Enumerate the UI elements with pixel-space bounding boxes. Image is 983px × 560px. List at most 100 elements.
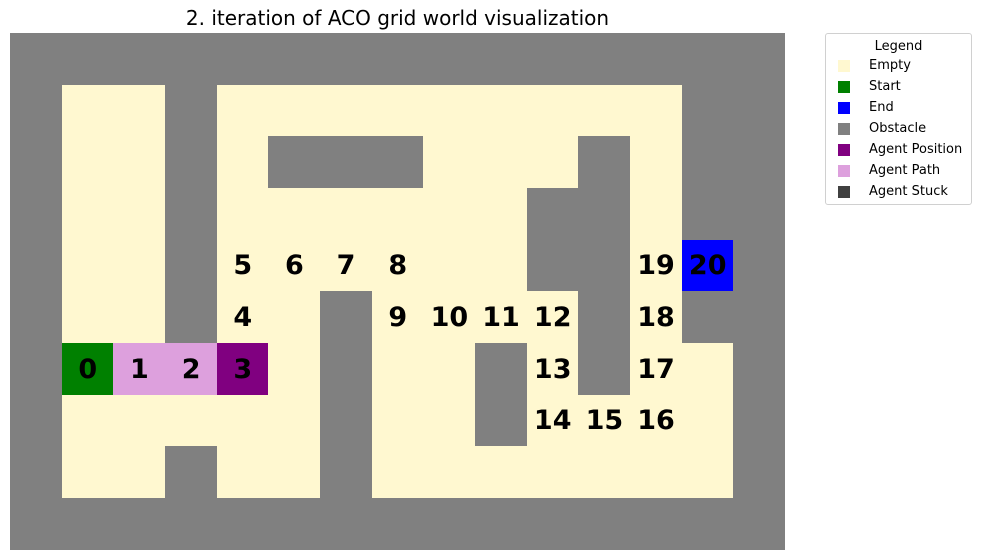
cell-obstacle: [319, 497, 373, 551]
cell-obstacle: [164, 446, 218, 499]
path-step-label: 20: [688, 250, 727, 282]
cell-obstacle: [319, 446, 373, 499]
path-step-label: 10: [430, 301, 469, 333]
cell-empty: [113, 136, 166, 189]
cell-empty: [578, 84, 631, 137]
cell-obstacle: [733, 239, 786, 292]
cell-empty: 17: [629, 342, 683, 396]
path-step-label: 14: [533, 405, 572, 437]
path-step-label: 0: [78, 353, 98, 385]
cell-obstacle: [371, 33, 424, 86]
cell-empty: 6: [268, 239, 321, 292]
cell-empty: [681, 394, 734, 447]
cell-obstacle: [61, 497, 114, 551]
cell-empty: [474, 187, 528, 241]
cell-obstacle: [10, 136, 63, 189]
cell-obstacle: [164, 187, 218, 241]
cell-empty: 18: [629, 291, 683, 344]
cell-obstacle: [578, 33, 631, 86]
cell-empty: 4: [216, 291, 269, 344]
legend-swatch: [838, 164, 850, 177]
cell-obstacle: [733, 136, 786, 189]
cell-obstacle: [10, 187, 63, 241]
cell-obstacle: [164, 239, 218, 292]
cell-empty: [113, 84, 166, 137]
cell-obstacle: [164, 497, 218, 551]
cell-empty: [216, 84, 269, 137]
cell-empty: 12: [526, 291, 579, 344]
path-step-label: 7: [336, 250, 356, 282]
legend-label: Empty: [869, 58, 911, 73]
cell-obstacle: [113, 33, 166, 86]
cell-obstacle: [268, 136, 321, 189]
cell-obstacle: [216, 33, 269, 86]
cell-agent-position: 3: [216, 342, 269, 396]
cell-empty: [629, 136, 683, 189]
cell-obstacle: [578, 136, 631, 189]
cell-empty: 16: [629, 394, 683, 447]
path-step-label: 3: [233, 353, 253, 385]
cell-empty: [371, 342, 424, 396]
cell-empty: [61, 187, 114, 241]
cell-empty: [113, 446, 166, 499]
cell-obstacle: [319, 33, 373, 86]
cell-obstacle: [733, 394, 786, 447]
cell-obstacle: [10, 394, 63, 447]
cell-obstacle: [371, 136, 424, 189]
cell-empty: [371, 446, 424, 499]
cell-empty: 13: [526, 342, 579, 396]
cell-empty: [629, 446, 683, 499]
cell-obstacle: [113, 497, 166, 551]
cell-obstacle: [733, 187, 786, 241]
legend-swatch: [838, 122, 850, 135]
legend-label: Agent Position: [869, 142, 963, 157]
cell-obstacle: [733, 291, 786, 344]
legend-label: End: [869, 100, 894, 115]
cell-obstacle: [216, 497, 269, 551]
cell-empty: [578, 446, 631, 499]
cell-empty: 14: [526, 394, 579, 447]
cell-obstacle: [526, 497, 579, 551]
legend-label: Start: [869, 79, 901, 94]
cell-empty: [526, 136, 579, 189]
cell-empty: [61, 291, 114, 344]
cell-empty: [61, 394, 114, 447]
cell-empty: [61, 84, 114, 137]
cell-agent-path: 1: [113, 342, 166, 396]
legend-item: Obstacle: [838, 118, 971, 139]
legend-item: Agent Stuck: [838, 181, 971, 202]
legend-swatch: [838, 143, 850, 156]
legend-title: Legend: [874, 39, 923, 54]
legend-label: Agent Stuck: [869, 184, 948, 199]
path-step-label: 8: [388, 250, 408, 282]
cell-obstacle: [268, 33, 321, 86]
cell-end: 20: [681, 239, 734, 292]
cell-empty: [113, 291, 166, 344]
cell-obstacle: [164, 136, 218, 189]
cell-empty: 10: [423, 291, 476, 344]
cell-obstacle: [526, 187, 579, 241]
cell-empty: [216, 187, 269, 241]
cell-obstacle: [733, 342, 786, 396]
cell-empty: [268, 342, 321, 396]
cell-obstacle: [681, 497, 734, 551]
cell-empty: [216, 394, 269, 447]
cell-empty: [319, 187, 373, 241]
cell-obstacle: [474, 394, 528, 447]
path-step-label: 9: [388, 301, 408, 333]
cell-obstacle: [578, 291, 631, 344]
legend-item: End: [838, 97, 971, 118]
cell-empty: [474, 84, 528, 137]
path-step-label: 1: [130, 353, 149, 385]
cell-empty: [423, 239, 476, 292]
cell-obstacle: [578, 239, 631, 292]
cell-agent-path: 2: [164, 342, 218, 396]
cell-obstacle: [10, 239, 63, 292]
cell-empty: [371, 187, 424, 241]
cell-empty: 7: [319, 239, 373, 292]
cell-empty: 19: [629, 239, 683, 292]
legend-item: Agent Position: [838, 139, 971, 160]
path-step-label: 12: [533, 301, 572, 333]
